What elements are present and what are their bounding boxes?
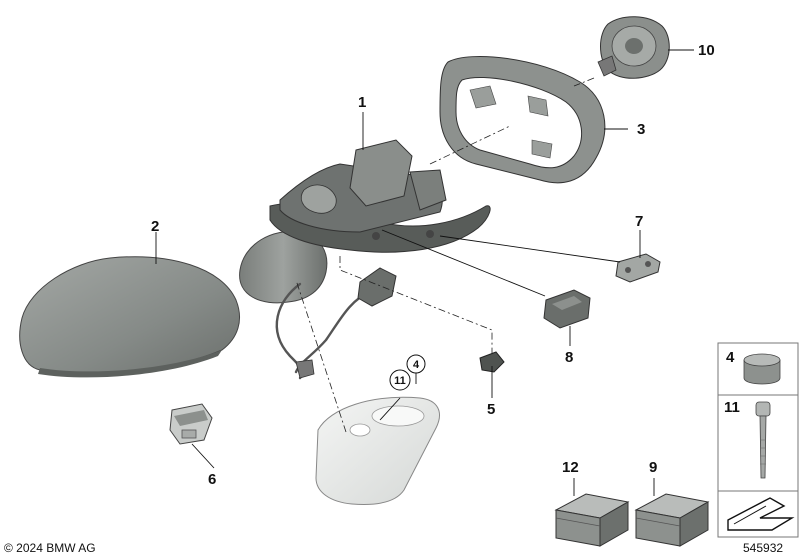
part-bracket <box>615 253 661 283</box>
leader-lines-boxes <box>573 478 655 496</box>
copyright-text: © 2024 BMW AG <box>4 541 96 555</box>
callout-labels: 1 2 3 10 7 8 5 6 12 9 <box>151 42 715 488</box>
callout-1: 1 <box>358 94 366 111</box>
callout-2: 2 <box>151 218 159 235</box>
callout-10: 10 <box>698 42 715 59</box>
part-base-cover <box>315 396 440 505</box>
sidebar-label-4: 4 <box>726 349 735 366</box>
callout-9: 9 <box>649 459 657 476</box>
part-motor-unit <box>543 289 591 329</box>
detail-panel: 4 11 <box>717 342 799 538</box>
part-screw-11 <box>755 401 771 479</box>
part-mirror-frame <box>439 56 606 184</box>
assembly-lines <box>295 77 595 433</box>
connector <box>295 267 397 379</box>
part-box-9 <box>634 493 710 547</box>
circled-reference-11: 11 <box>389 369 411 391</box>
callout-3: 3 <box>637 121 645 138</box>
circled-4-text: 4 <box>413 359 420 371</box>
sidebar-label-11: 11 <box>724 399 740 416</box>
callout-12: 12 <box>562 459 579 476</box>
callout-5: 5 <box>487 401 495 418</box>
part-mirror-base <box>239 139 491 304</box>
arrow-icon <box>727 497 795 531</box>
part-puddle-light <box>169 403 213 445</box>
callout-6: 6 <box>208 471 216 488</box>
circled-11-text: 11 <box>394 375 406 387</box>
part-clip <box>479 351 505 373</box>
part-cap-4 <box>743 353 781 385</box>
leader-lines <box>155 49 694 469</box>
part-box-12 <box>554 493 630 547</box>
circled-reference-4: 4 <box>406 354 426 374</box>
callout-8: 8 <box>565 349 573 366</box>
part-actuator <box>597 16 670 79</box>
part-mirror-cap <box>19 256 240 378</box>
diagram-number: 545932 <box>743 541 784 555</box>
callout-7: 7 <box>635 213 643 230</box>
